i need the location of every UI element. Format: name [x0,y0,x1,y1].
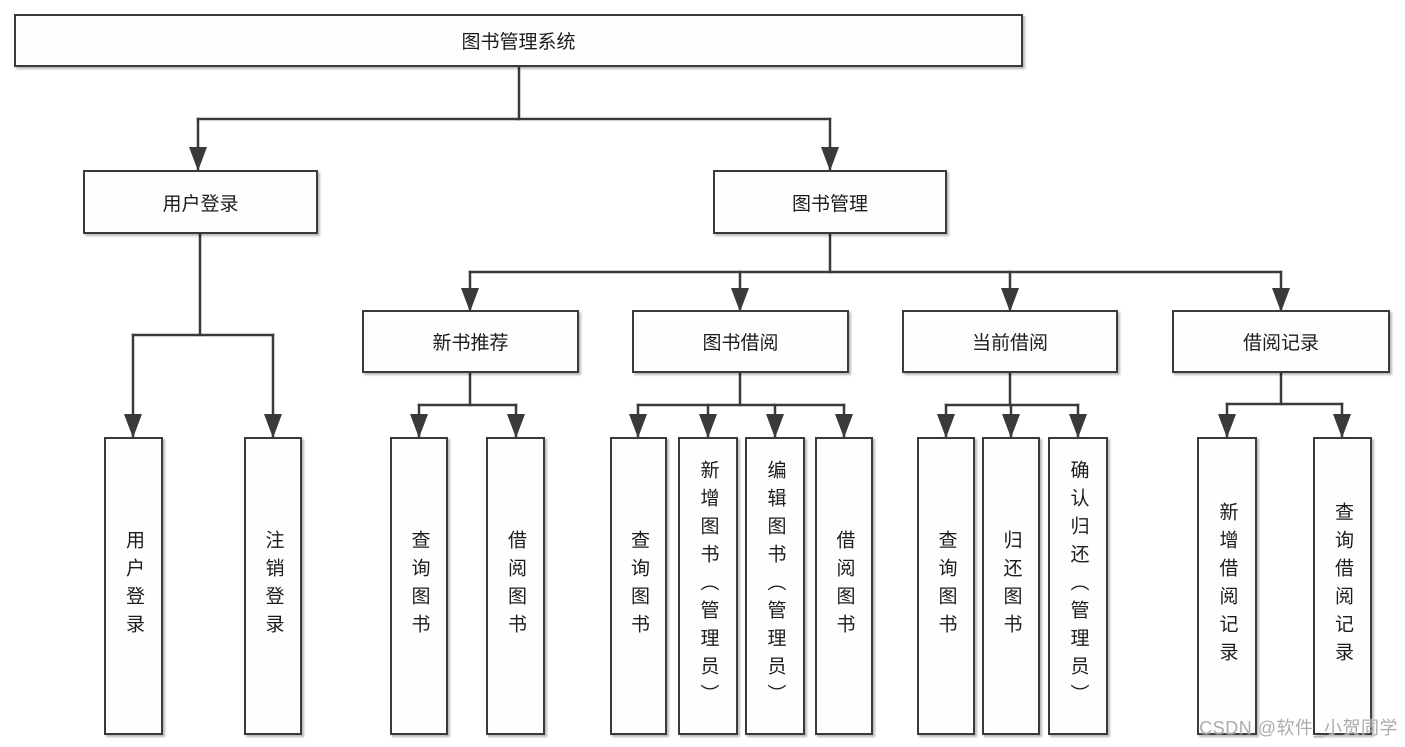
arrowhead-down-icon [1333,414,1351,438]
leaf-query-borrowing-record: 查询借阅记录 [1313,437,1372,735]
leaf-user-login: 用户登录 [104,437,163,735]
leaf-add-books-admin: 新增图书（管理员） [678,437,738,735]
node-borrowing-records-label: 借阅记录 [1242,333,1319,354]
arrowhead-down-icon [1069,414,1087,438]
arrowhead-down-icon [937,414,955,438]
leaf-query-books-current-label: 查询图书 [935,530,957,642]
node-new-book-recommendation-label: 新书推荐 [432,333,509,354]
node-library-management-system-label: 图书管理系统 [461,32,576,53]
arrowhead-down-icon [1218,414,1236,438]
node-current-borrowing: 当前借阅 [902,310,1118,373]
leaf-confirm-return-admin-label: 确认归还（管理员） [1067,460,1089,712]
arrowhead-down-icon [1272,288,1290,312]
leaf-logout: 注销登录 [244,437,302,735]
leaf-edit-books-admin: 编辑图书（管理员） [745,437,805,735]
arrowhead-down-icon [835,414,853,438]
leaf-add-borrowing-record: 新增借阅记录 [1197,437,1257,735]
leaf-return-books-label: 归还图书 [1000,530,1022,642]
arrowhead-down-icon [699,414,717,438]
arrowhead-down-icon [124,414,142,438]
arrowhead-down-icon [731,288,749,312]
leaf-query-borrowing-record-label: 查询借阅记录 [1332,502,1353,670]
leaf-borrow-books: 借阅图书 [815,437,873,735]
leaf-user-login-label: 用户登录 [123,530,144,642]
leaf-query-books-borrowing: 查询图书 [610,437,667,735]
leaf-logout-label: 注销登录 [262,530,284,642]
leaf-confirm-return-admin: 确认归还（管理员） [1048,437,1108,735]
node-current-borrowing-label: 当前借阅 [971,333,1048,354]
leaf-query-books-recommend-label: 查询图书 [408,530,430,642]
node-book-management: 图书管理 [713,170,947,234]
node-book-borrowing: 图书借阅 [632,310,849,373]
arrowhead-down-icon [410,414,428,438]
arrowhead-down-icon [1001,288,1019,312]
node-user-login-label: 用户登录 [162,193,239,215]
leaf-borrow-books-recommend: 借阅图书 [486,437,545,735]
node-book-management-label: 图书管理 [791,193,868,215]
node-new-book-recommendation: 新书推荐 [362,310,579,373]
leaf-add-books-admin-label: 新增图书（管理员） [697,460,719,712]
arrowhead-down-icon [1002,414,1020,438]
leaf-return-books: 归还图书 [982,437,1040,735]
leaf-add-borrowing-record-label: 新增借阅记录 [1216,502,1238,670]
leaf-query-books-borrowing-label: 查询图书 [628,530,649,642]
node-user-login: 用户登录 [83,170,318,234]
arrowhead-down-icon [821,147,839,171]
arrowhead-down-icon [629,414,647,438]
arrowhead-down-icon [189,147,207,171]
arrowhead-down-icon [507,414,525,438]
node-book-borrowing-label: 图书借阅 [702,333,779,354]
leaf-borrow-books-recommend-label: 借阅图书 [505,530,526,642]
node-borrowing-records: 借阅记录 [1172,310,1390,373]
node-library-management-system: 图书管理系统 [14,14,1023,67]
csdn-watermark: CSDN @软件_小贺同学 [1199,718,1398,738]
leaf-borrow-books-label: 借阅图书 [833,530,855,642]
leaf-query-books-recommend: 查询图书 [390,437,448,735]
arrowhead-down-icon [461,288,479,312]
leaf-edit-books-admin-label: 编辑图书（管理员） [764,460,786,712]
arrowhead-down-icon [766,414,784,438]
leaf-query-books-current: 查询图书 [917,437,975,735]
arrowhead-down-icon [264,414,282,438]
